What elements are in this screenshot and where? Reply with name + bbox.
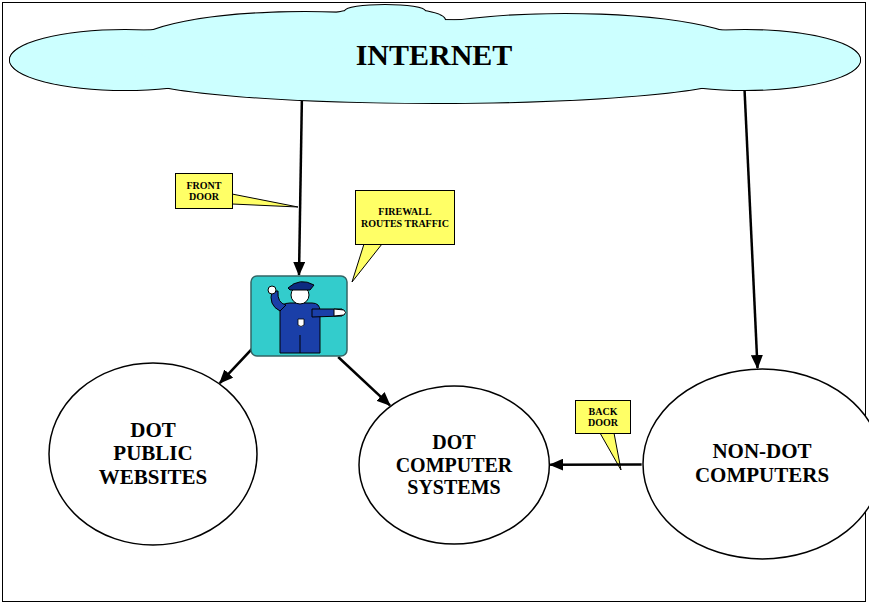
callout-label: BACK DOOR: [575, 400, 631, 434]
callout-tail: [232, 194, 298, 207]
callout-tail: [352, 244, 382, 282]
callout-label: FRONT DOOR: [175, 173, 233, 209]
officer-leg-line: [300, 335, 301, 353]
officer-hand: [334, 309, 346, 316]
system-circle: NON-DOT COMPUTERS: [642, 368, 869, 560]
circle-outline: [643, 369, 869, 559]
cloud-title: INTERNET: [356, 38, 513, 72]
circle-outline: [359, 386, 549, 544]
arrow-connector: [338, 357, 390, 405]
circle-label: DOT PUBLIC WEBSITES: [99, 419, 208, 490]
arrow-connector: [745, 91, 758, 368]
system-circle: DOT COMPUTER SYSTEMS: [358, 385, 550, 545]
cloud-fill: [10, 40, 120, 80]
circle-outline: [49, 363, 257, 545]
officer-badge: [298, 319, 304, 327]
officer-raised-hand: [268, 286, 276, 294]
firewall-icon: FIREWALL ROUTES TRAFFIC: [250, 275, 348, 357]
cloud-outline: [750, 40, 860, 80]
officer-cap: [288, 282, 314, 290]
system-circle: DOT PUBLIC WEBSITES: [48, 362, 258, 546]
circle-label: NON-DOT COMPUTERS: [687, 440, 837, 487]
cloud-outline: [345, 5, 425, 17]
arrow-connector: [550, 463, 641, 466]
circle-label: DOT COMPUTER SYSTEMS: [396, 431, 513, 498]
cloud-fill: [750, 40, 860, 80]
arrow-connector: [299, 100, 302, 275]
callout-note: FIREWALL ROUTES TRAFFIC: [355, 190, 455, 245]
node-shape: [250, 275, 348, 357]
cloud-fill: [345, 5, 425, 17]
internet-cloud: INTERNET: [5, 5, 863, 105]
icon-frame: [251, 276, 347, 356]
cloud-outline: [10, 40, 120, 80]
